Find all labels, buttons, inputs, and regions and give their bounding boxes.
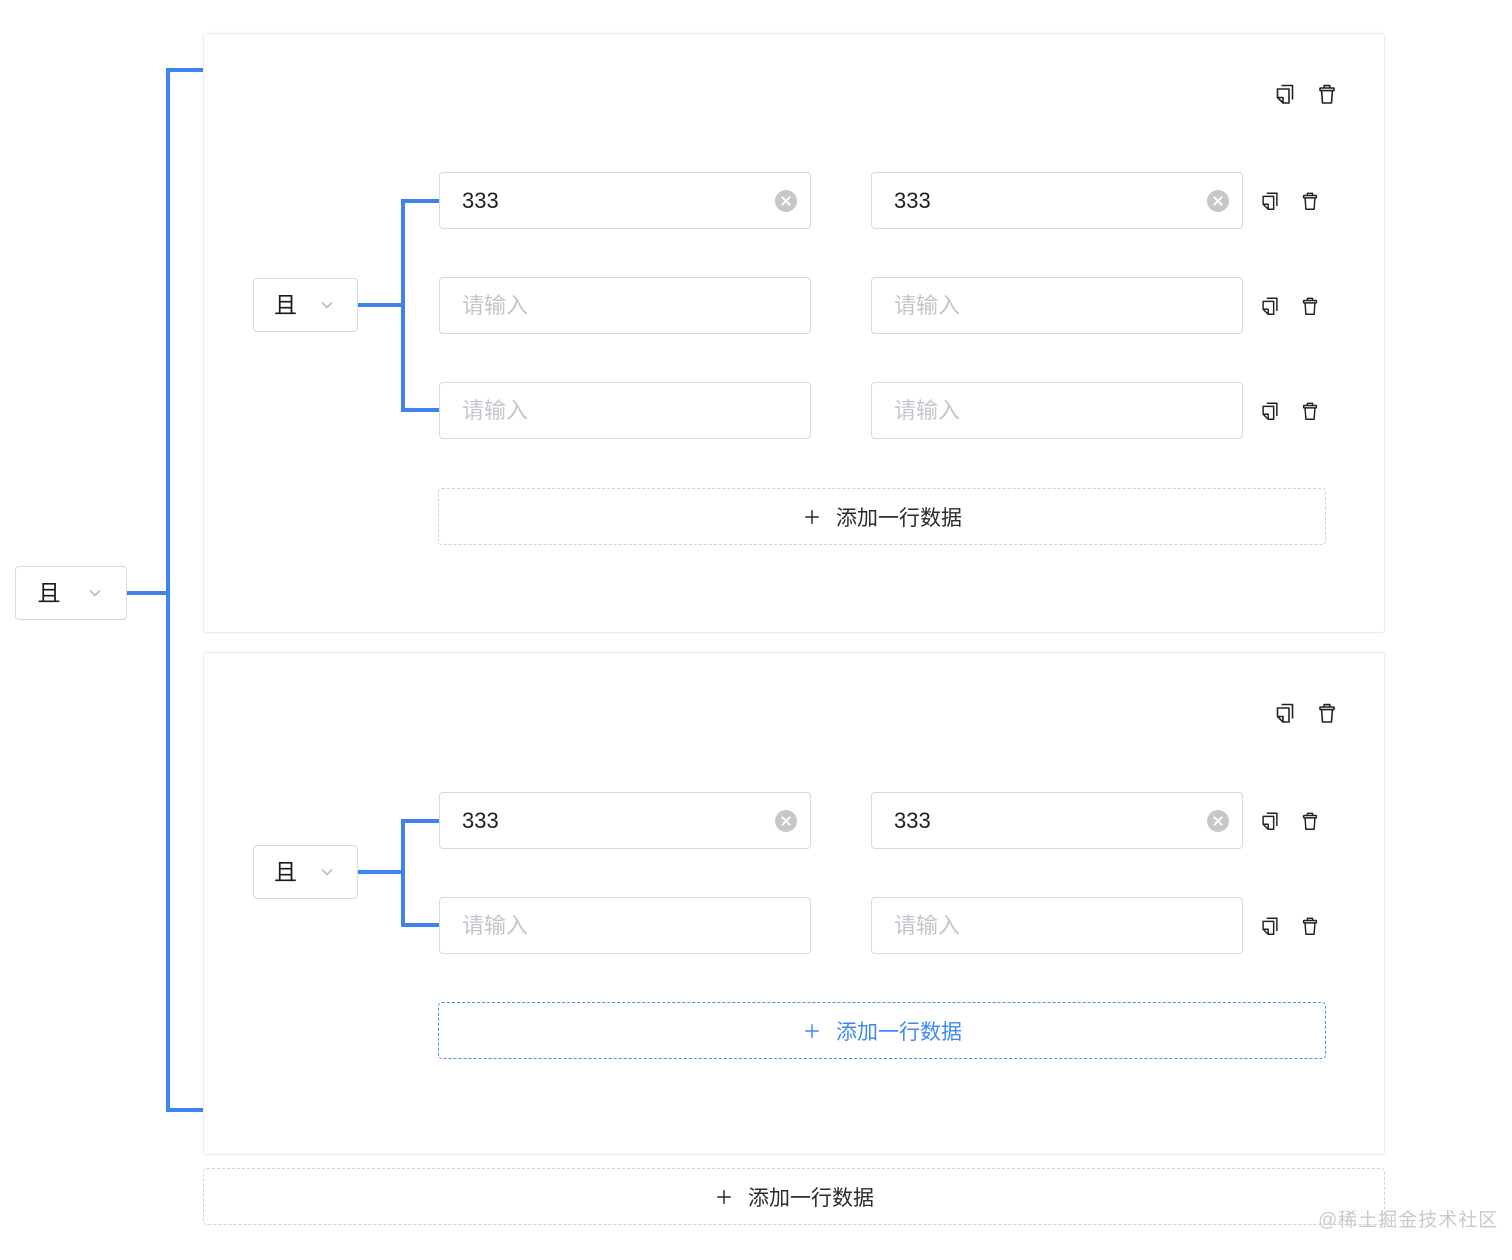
clear-icon[interactable] — [774, 808, 798, 833]
trash-icon[interactable] — [1315, 81, 1339, 107]
trash-icon[interactable] — [1298, 913, 1322, 939]
trash-icon[interactable] — [1298, 293, 1322, 319]
copy-icon[interactable] — [1258, 913, 1282, 939]
condition-group: 且 — [203, 33, 1385, 633]
condition-left-input[interactable] — [439, 277, 811, 334]
group-operator-select[interactable]: 且 — [253, 845, 358, 899]
condition-group: 且 — [203, 652, 1385, 1155]
condition-row — [439, 172, 811, 229]
group-operator-select[interactable]: 且 — [253, 278, 358, 332]
copy-icon[interactable] — [1258, 398, 1282, 424]
condition-row — [871, 277, 1243, 334]
connector-line — [166, 68, 170, 1112]
copy-icon[interactable] — [1258, 293, 1282, 319]
condition-right-input[interactable] — [871, 382, 1243, 439]
condition-row — [439, 792, 811, 849]
connector-line — [403, 923, 439, 927]
condition-row — [439, 382, 811, 439]
watermark: @稀土掘金技术社区 — [1318, 1210, 1499, 1231]
condition-row — [871, 172, 1243, 229]
trash-icon[interactable] — [1298, 808, 1322, 834]
add-row-label: 添加一行数据 — [836, 506, 962, 530]
chevron-down-icon — [317, 862, 337, 882]
add-group-button[interactable]: 添加一行数据 — [203, 1168, 1385, 1225]
operator-label: 且 — [274, 291, 297, 318]
condition-right-input[interactable] — [871, 897, 1243, 954]
condition-row — [871, 792, 1243, 849]
clear-icon[interactable] — [774, 188, 798, 213]
condition-left-input[interactable] — [439, 792, 811, 849]
condition-right-input[interactable] — [871, 277, 1243, 334]
condition-row — [871, 382, 1243, 439]
clear-icon[interactable] — [1206, 808, 1230, 833]
condition-row — [439, 277, 811, 334]
add-row-button[interactable]: 添加一行数据 — [438, 1002, 1326, 1059]
plus-icon — [802, 1021, 822, 1041]
chevron-down-icon — [85, 583, 105, 603]
connector-line — [358, 870, 403, 874]
operator-label: 且 — [274, 858, 297, 885]
condition-left-input[interactable] — [439, 172, 811, 229]
condition-row — [439, 897, 811, 954]
root-operator-select[interactable]: 且 — [15, 566, 127, 620]
condition-right-input[interactable] — [871, 792, 1243, 849]
add-row-label: 添加一行数据 — [748, 1186, 874, 1210]
add-row-label: 添加一行数据 — [836, 1020, 962, 1044]
trash-icon[interactable] — [1298, 398, 1322, 424]
connector-line — [127, 591, 166, 595]
copy-icon[interactable] — [1273, 700, 1297, 726]
condition-right-input[interactable] — [871, 172, 1243, 229]
connector-line — [401, 199, 405, 412]
connector-line — [403, 199, 439, 203]
connector-line — [401, 819, 405, 927]
connector-line — [166, 1108, 203, 1112]
condition-left-input[interactable] — [439, 897, 811, 954]
add-row-button[interactable]: 添加一行数据 — [438, 488, 1326, 545]
connector-line — [358, 303, 403, 307]
plus-icon — [802, 507, 822, 527]
copy-icon[interactable] — [1258, 188, 1282, 214]
connector-line — [403, 819, 439, 823]
chevron-down-icon — [317, 295, 337, 315]
trash-icon[interactable] — [1315, 700, 1339, 726]
clear-icon[interactable] — [1206, 188, 1230, 213]
trash-icon[interactable] — [1298, 188, 1322, 214]
copy-icon[interactable] — [1258, 808, 1282, 834]
connector-line — [166, 68, 203, 72]
condition-row — [871, 897, 1243, 954]
operator-label: 且 — [37, 579, 61, 606]
plus-icon — [714, 1187, 734, 1207]
condition-left-input[interactable] — [439, 382, 811, 439]
connector-line — [403, 408, 439, 412]
copy-icon[interactable] — [1273, 81, 1297, 107]
